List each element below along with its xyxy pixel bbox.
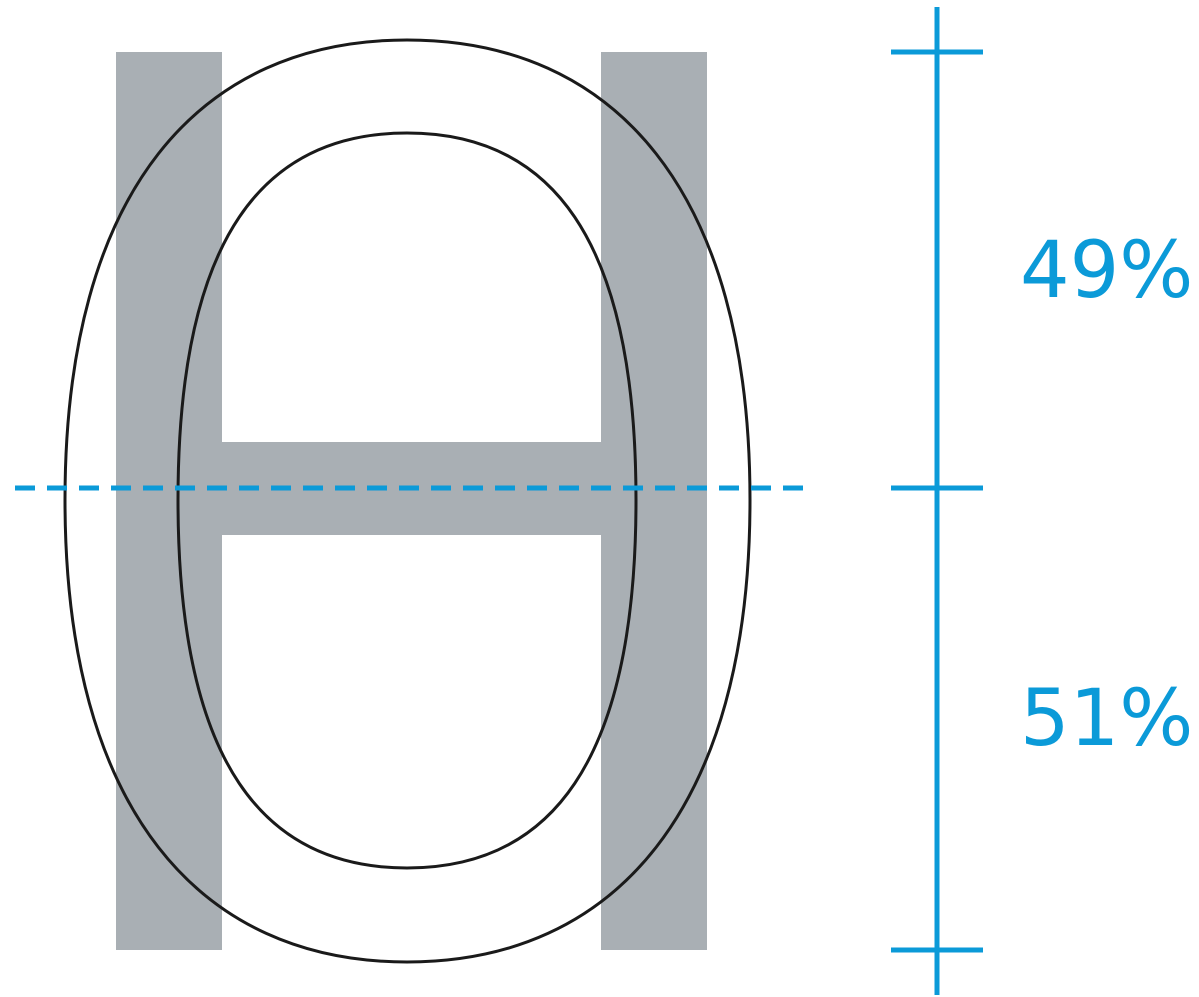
upper-proportion-label: 49% — [1020, 226, 1194, 316]
lower-proportion-label: 51% — [1020, 674, 1194, 764]
measurement-ruler — [891, 7, 983, 995]
h-glyph — [116, 52, 707, 950]
h-right-stem — [601, 52, 707, 950]
h-left-stem — [116, 52, 222, 950]
o-glyph-outline — [63, 38, 752, 964]
o-inner-contour — [176, 131, 638, 870]
o-outer-contour — [63, 38, 752, 964]
